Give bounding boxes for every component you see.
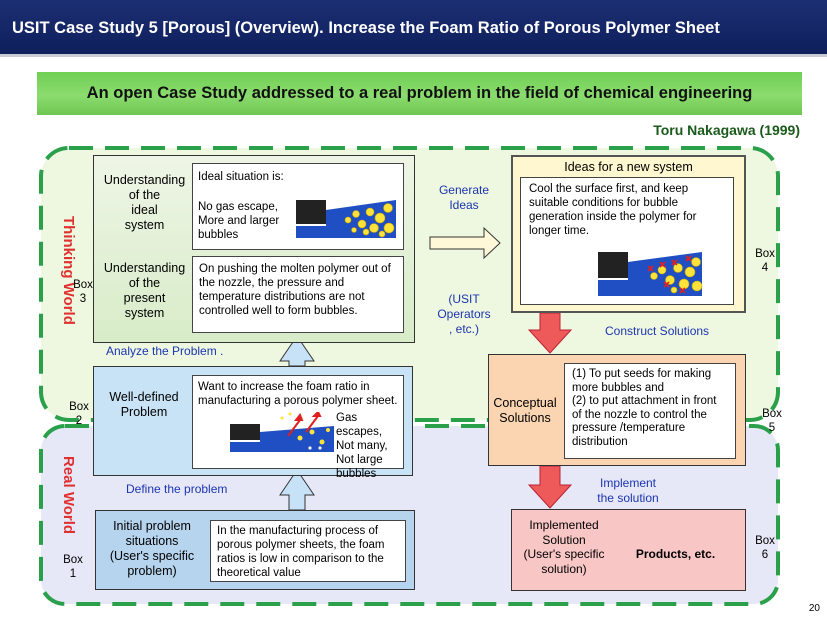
box6-panel bbox=[511, 509, 746, 591]
box3-label: Box 3 bbox=[73, 279, 93, 305]
generate-ideas-label: Generate Ideas bbox=[438, 183, 490, 212]
ideal-situation-heading: Ideal situation is: bbox=[198, 171, 284, 183]
implemented-solution-label: Implemented Solution (User's specific so… bbox=[523, 518, 605, 576]
right-arrow-generate bbox=[429, 226, 501, 260]
define-problem-label: Define the problem bbox=[126, 482, 228, 496]
box4-title: Ideas for a new system bbox=[564, 160, 693, 174]
present-system-text: On pushing the molten polymer out of the… bbox=[192, 256, 404, 333]
author-credit: Toru Nakagawa (1999) bbox=[653, 122, 800, 138]
new-system-illustration bbox=[598, 252, 703, 296]
well-defined-problem-text: Want to increase the foam ratio in manuf… bbox=[198, 381, 398, 407]
ideal-system-label: Understanding of the ideal system bbox=[103, 173, 186, 232]
box6-label: Box 6 bbox=[755, 535, 775, 561]
usit-operators-label: (USIT Operators , etc.) bbox=[437, 292, 491, 336]
slide-title: USIT Case Study 5 [Porous] (Overview). I… bbox=[0, 0, 827, 57]
implement-solution-label: Implement the solution bbox=[597, 476, 659, 505]
initial-problem-label: Initial problem situations (User's speci… bbox=[109, 519, 195, 578]
box4-label: Box 4 bbox=[755, 248, 775, 274]
box1-label: Box 1 bbox=[63, 554, 83, 580]
ideal-nozzle-illustration bbox=[296, 200, 396, 238]
gas-escapes-text: Gas escapes, Not many, Not large bubbles bbox=[336, 412, 388, 480]
well-defined-problem-label: Well-defined Problem bbox=[109, 390, 179, 419]
page-number: 20 bbox=[808, 603, 820, 614]
down-arrow-construct bbox=[527, 312, 573, 354]
present-system-label: Understanding of the present system bbox=[103, 261, 186, 320]
initial-problem-text: In the manufacturing process of porous p… bbox=[210, 520, 406, 582]
slide-subtitle: An open Case Study addressed to a real p… bbox=[37, 72, 802, 115]
analyze-problem-label: Analyze the Problem . bbox=[106, 344, 224, 358]
ideal-situation-text: No gas escape, More and larger bubbles bbox=[198, 201, 280, 241]
box2-label: Box 2 bbox=[69, 401, 89, 427]
down-arrow-implement bbox=[527, 465, 573, 509]
box5-label: Box 5 bbox=[762, 408, 782, 434]
conceptual-solutions-label: Conceptual Solutions bbox=[493, 396, 557, 425]
construct-solutions-label: Construct Solutions bbox=[605, 324, 710, 338]
real-world-label: Real World bbox=[60, 456, 77, 535]
conceptual-solutions-text: (1) To put seeds for making more bubbles… bbox=[564, 363, 736, 459]
thinking-world-label: Thinking World bbox=[60, 216, 77, 325]
products-label: Products, etc. bbox=[635, 547, 716, 561]
problem-nozzle-illustration bbox=[230, 412, 334, 452]
